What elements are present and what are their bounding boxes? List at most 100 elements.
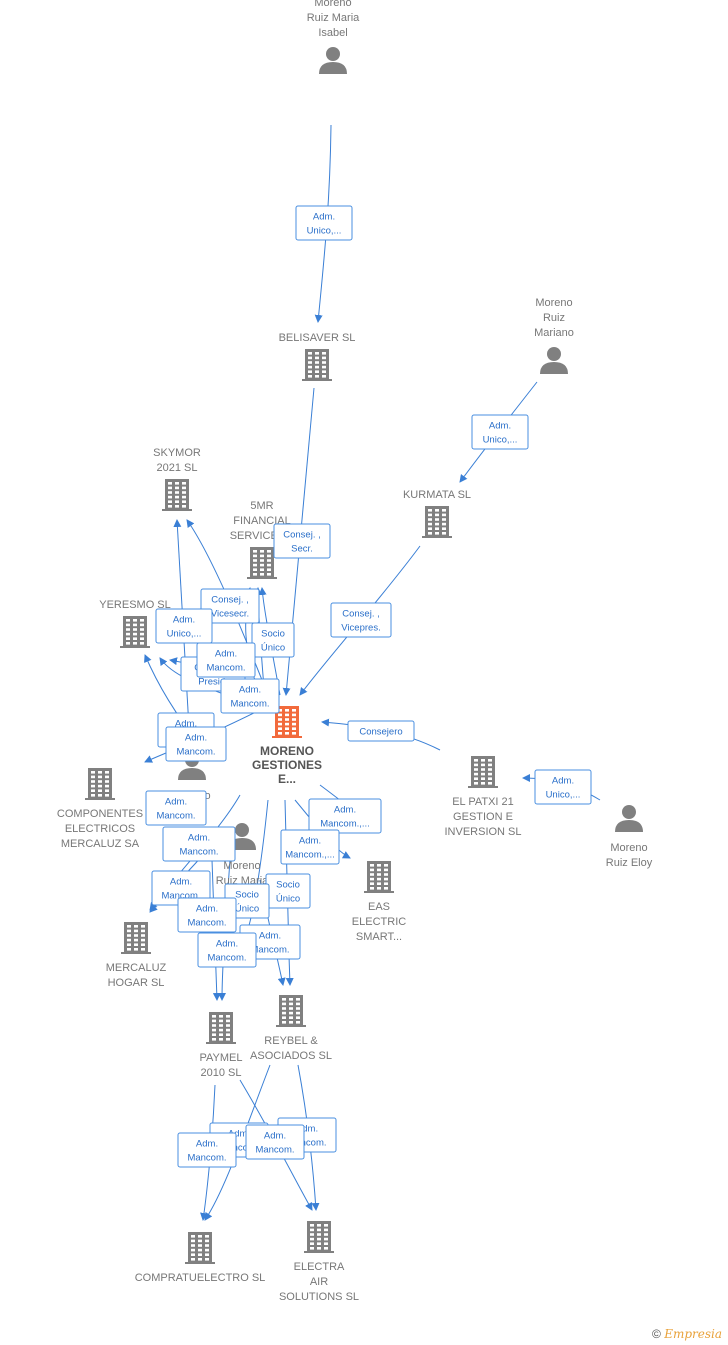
person-icon bbox=[540, 347, 568, 374]
edge-role-text: Mancom. bbox=[206, 663, 245, 674]
edge-role-text: Mancom. bbox=[287, 1138, 326, 1149]
edge-role-text: Socio bbox=[261, 629, 285, 640]
node-label: SMART... bbox=[356, 931, 402, 943]
edge-role-text: Mancom. bbox=[207, 953, 246, 964]
building-icon bbox=[185, 1232, 215, 1264]
edge-role-text: Único bbox=[276, 894, 300, 905]
edge-role-label[interactable]: Consej. , Secr. bbox=[273, 523, 331, 559]
node-label: INVERSION SL bbox=[444, 826, 521, 838]
edge-role-text: Adm. bbox=[170, 877, 192, 888]
building-icon bbox=[121, 922, 151, 954]
node-label: AIR bbox=[310, 1276, 328, 1288]
company-node-compratu[interactable]: COMPRATUELECTRO SL bbox=[135, 1232, 266, 1284]
edge-role-label[interactable]: Adm. Mancom.,... bbox=[280, 829, 340, 865]
node-label: Isabel bbox=[318, 27, 347, 39]
edge-role-label[interactable]: Adm. Unico,... bbox=[471, 414, 529, 450]
edge-role-label[interactable]: Adm.Mancom. bbox=[177, 1132, 237, 1168]
edge-role-label[interactable]: Adm. Mancom. bbox=[245, 1124, 305, 1160]
building-icon bbox=[162, 479, 192, 511]
edge-role-text: Secr. bbox=[291, 544, 313, 555]
node-label: HOGAR SL bbox=[108, 977, 165, 989]
edge-role-text: Adm. bbox=[228, 1129, 250, 1140]
company-node-belisaver[interactable]: BELISAVER SL bbox=[279, 332, 356, 381]
edge-role-text: Vicesecr. bbox=[211, 609, 249, 620]
edge-role-label[interactable]: Adm.Unico,... bbox=[155, 608, 213, 644]
edge-role-label[interactable]: Consej. , Vicepres. bbox=[330, 602, 392, 638]
node-label: ELECTRA bbox=[294, 1261, 345, 1273]
edge-role-text: Vicepres. bbox=[341, 623, 380, 634]
company-node-reybel[interactable]: REYBEL &ASOCIADOS SL bbox=[250, 995, 332, 1062]
edge-role-text: Adm. bbox=[313, 212, 335, 223]
edge-role-text: Adm. bbox=[196, 1139, 218, 1150]
node-label: KURMATA SL bbox=[403, 489, 471, 501]
edge-role-label[interactable]: Adm.Mancom. bbox=[197, 932, 257, 968]
edge-role-label[interactable]: Adm. Mancom.,... bbox=[308, 798, 382, 834]
node-label: COMPRATUELECTRO SL bbox=[135, 1272, 266, 1284]
edge-role-label[interactable]: Adm.Mancom. bbox=[220, 678, 280, 714]
edge-role-text: Adm. bbox=[489, 421, 511, 432]
copyright-symbol: © bbox=[652, 1327, 661, 1341]
edge-role-text: Mancom. bbox=[156, 811, 195, 822]
node-label: PAYMEL bbox=[200, 1052, 243, 1064]
node-label: Mariano bbox=[534, 327, 574, 339]
company-node-yeresmo[interactable]: YERESMO SL bbox=[99, 599, 171, 648]
edge-role-text: Consejero bbox=[359, 727, 402, 738]
person-icon bbox=[319, 47, 347, 74]
company-node-eas[interactable]: EASELECTRICSMART... bbox=[352, 861, 406, 943]
edge-role-label[interactable]: Consejero bbox=[347, 720, 415, 742]
edge-role-text: Mancom. bbox=[187, 918, 226, 929]
edge-role-text: Socio bbox=[235, 890, 259, 901]
node-label: 2021 SL bbox=[157, 462, 198, 474]
edge-role-label[interactable]: Adm.Mancom. bbox=[162, 826, 236, 862]
edge-role-text: Consej. , bbox=[211, 595, 249, 606]
edge-role-label[interactable]: Adm.Mancom. bbox=[165, 726, 227, 762]
node-label: MORENO bbox=[260, 744, 314, 758]
company-node-kurmata[interactable]: KURMATA SL bbox=[403, 489, 471, 538]
edge-role-text: Adm. bbox=[264, 1131, 286, 1142]
edge-role-text: Adm. bbox=[334, 805, 356, 816]
edge-role-label[interactable]: Adm.Mancom. bbox=[177, 897, 237, 933]
node-label: ELECTRIC bbox=[352, 916, 406, 928]
edge-role-label[interactable]: Adm.Mancom. bbox=[196, 642, 256, 678]
building-icon bbox=[422, 506, 452, 538]
edge-role-label[interactable]: Consej. , Vicesecr. bbox=[200, 588, 260, 624]
edge-role-text: Mancom.,... bbox=[285, 850, 335, 861]
edge-role-text: Único bbox=[261, 643, 285, 654]
edge-role-text: Consej. , bbox=[283, 530, 321, 541]
edge-role-label[interactable]: Adm.Mancom. bbox=[145, 790, 207, 826]
edge-role-label[interactable]: Adm.Unico,... bbox=[295, 205, 353, 241]
edge-role-text: Socio bbox=[276, 880, 300, 891]
node-label: COMPONENTES bbox=[57, 808, 143, 820]
building-icon bbox=[468, 756, 498, 788]
node-label: MERCALUZ bbox=[106, 962, 167, 974]
building-icon bbox=[302, 349, 332, 381]
edge-role-text: Unico,... bbox=[483, 435, 518, 446]
company-node-mercaluz[interactable]: MERCALUZ HOGAR SL bbox=[106, 922, 167, 989]
company-node-main[interactable]: MORENOGESTIONESE... bbox=[252, 706, 322, 786]
edge-role-text: Presid. bbox=[198, 677, 228, 688]
edge-role-text: Mancom.,... bbox=[320, 819, 370, 830]
edge-role-text: Adm. bbox=[299, 836, 321, 847]
node-label: MERCALUZ SA bbox=[61, 838, 140, 850]
person-icon bbox=[615, 805, 643, 832]
edge-role-label[interactable]: Adm.Unico,... bbox=[534, 769, 592, 805]
edge-role-text: Consej. , bbox=[342, 609, 380, 620]
node-label: Ruiz Maria bbox=[307, 12, 360, 24]
edge-role-text: Adm. bbox=[259, 931, 281, 942]
footer-brand[interactable]: © Empresia bbox=[652, 1327, 722, 1341]
edge-role-text: Adm. bbox=[239, 685, 261, 696]
edge-role-text: Mancom. bbox=[255, 1145, 294, 1156]
node-label: REYBEL & bbox=[264, 1035, 318, 1047]
node-label: Ruiz bbox=[543, 312, 565, 324]
